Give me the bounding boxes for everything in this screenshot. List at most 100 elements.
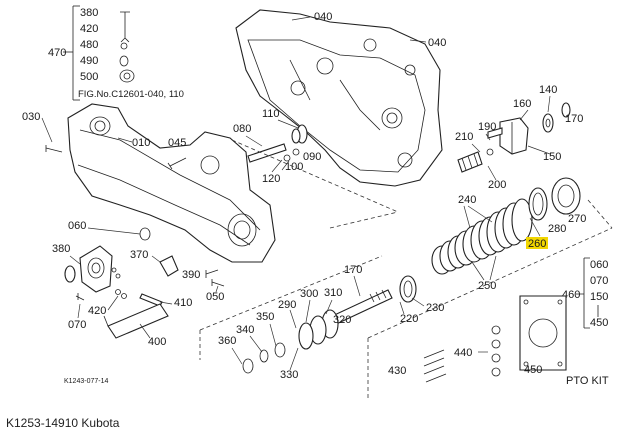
callout-300: 300: [300, 288, 318, 300]
part-490-shape: [119, 55, 129, 67]
part-060-plug: [139, 227, 151, 241]
part-170-washer: [561, 102, 571, 118]
part-045-bolt: [167, 157, 187, 170]
callout-460: 460: [562, 289, 580, 301]
part-230-ring: [399, 275, 417, 303]
part-100-ring: [283, 154, 291, 162]
part-seal: [64, 265, 76, 283]
image-caption: K1253-14910 Kubota: [6, 416, 120, 430]
callout-340: 340: [236, 324, 254, 336]
callout-240: 240: [458, 194, 476, 206]
callout-150: 150: [543, 151, 561, 163]
part-500-shape: [119, 69, 135, 83]
callout-400: 400: [148, 336, 166, 348]
callout-040-side: 040: [428, 37, 446, 49]
callout-350: 350: [256, 311, 274, 323]
part-440-nuts: [491, 325, 501, 377]
callout-100: 100: [285, 161, 303, 173]
callout-210: 210: [455, 131, 473, 143]
part-370-lever: [159, 255, 179, 277]
callout-320: 320: [333, 314, 351, 326]
part-400-plate: [103, 303, 169, 339]
callout-450-list: 450: [590, 317, 608, 329]
part-340-ring: [259, 349, 269, 363]
part-380-cover: [79, 245, 113, 293]
callout-440: 440: [454, 347, 472, 359]
callout-260: 260: [528, 238, 546, 250]
callout-060: 060: [68, 220, 86, 232]
highlight-260: [526, 237, 548, 249]
callout-160: 160: [513, 98, 531, 110]
callout-420: 420: [88, 305, 106, 317]
part-280-ring: [528, 187, 548, 221]
callout-110: 110: [262, 108, 280, 120]
part-070-bolt: [75, 293, 85, 301]
part-450-gasket: [519, 295, 567, 371]
callout-070-list: 070: [590, 275, 608, 287]
part-190-pin: [487, 127, 503, 139]
part-420-clip: [115, 289, 121, 295]
callout-330: 330: [280, 369, 298, 381]
callout-080: 080: [233, 123, 251, 135]
callout-490: 490: [80, 55, 98, 67]
callout-410: 410: [174, 297, 192, 309]
callout-270: 270: [568, 213, 586, 225]
callout-390: 390: [182, 269, 200, 281]
callout-170-top: 170: [565, 113, 583, 125]
part-140-gear: [542, 113, 554, 133]
callout-500: 500: [80, 71, 98, 83]
part-430-bolts: [423, 349, 447, 383]
callout-190: 190: [478, 121, 496, 133]
callout-070: 070: [68, 319, 86, 331]
callout-050: 050: [206, 291, 224, 303]
part-030-bolt: [45, 145, 63, 153]
callout-200: 200: [488, 179, 506, 191]
part-360-ring: [242, 358, 254, 374]
callout-060-list: 060: [590, 259, 608, 271]
shift-assembly: [457, 102, 571, 173]
callout-370: 370: [130, 249, 148, 261]
callout-280: 280: [548, 223, 566, 235]
callout-045: 045: [168, 137, 186, 149]
callout-450: 450: [524, 364, 542, 376]
callout-430: 430: [388, 365, 406, 377]
callout-010: 010: [132, 137, 150, 149]
callout-120: 120: [262, 173, 280, 185]
part-090-ring: [292, 148, 300, 156]
part-420-pin-shape: [120, 11, 130, 43]
callout-040-top: 040: [314, 11, 332, 23]
callout-250: 250: [478, 280, 496, 292]
front-housing: [67, 103, 276, 263]
pto-kit-label: PTO KIT: [566, 375, 609, 387]
callout-140: 140: [539, 84, 557, 96]
group-470: 470 380 420 480 490 500 FIG.No.C12601-04…: [48, 5, 184, 101]
callout-360: 360: [218, 335, 236, 347]
callout-220: 220: [400, 313, 418, 325]
clutch-disc-pack: [431, 198, 533, 275]
part-080-shaft: [247, 143, 287, 163]
part-310-320-discs: [298, 309, 339, 350]
fig-reference: FIG.No.C12601-040, 110: [78, 89, 184, 100]
callout-310: 310: [324, 287, 342, 299]
part-110-gear: [291, 124, 308, 144]
part-210-ball: [486, 148, 494, 156]
callout-380: 380: [52, 243, 70, 255]
callout-150-list: 150: [590, 291, 608, 303]
part-350-washer: [274, 342, 286, 358]
callout-420-list: 420: [80, 23, 98, 35]
rear-housing: [235, 9, 443, 187]
group-460: 460 060 070 150 450: [562, 257, 608, 329]
part-270-gear: [551, 177, 581, 215]
callout-090: 090: [303, 151, 321, 163]
part-390-bolt: [205, 269, 219, 278]
part-150-hub: [499, 117, 529, 155]
callout-030: 030: [22, 111, 40, 123]
callout-170-shaft: 170: [344, 264, 362, 276]
callout-230: 230: [426, 302, 444, 314]
callout-480: 480: [80, 39, 98, 51]
drawing-number: K1243-077-14: [64, 378, 108, 385]
part-050-bolt: [211, 279, 225, 287]
callout-290: 290: [278, 299, 296, 311]
